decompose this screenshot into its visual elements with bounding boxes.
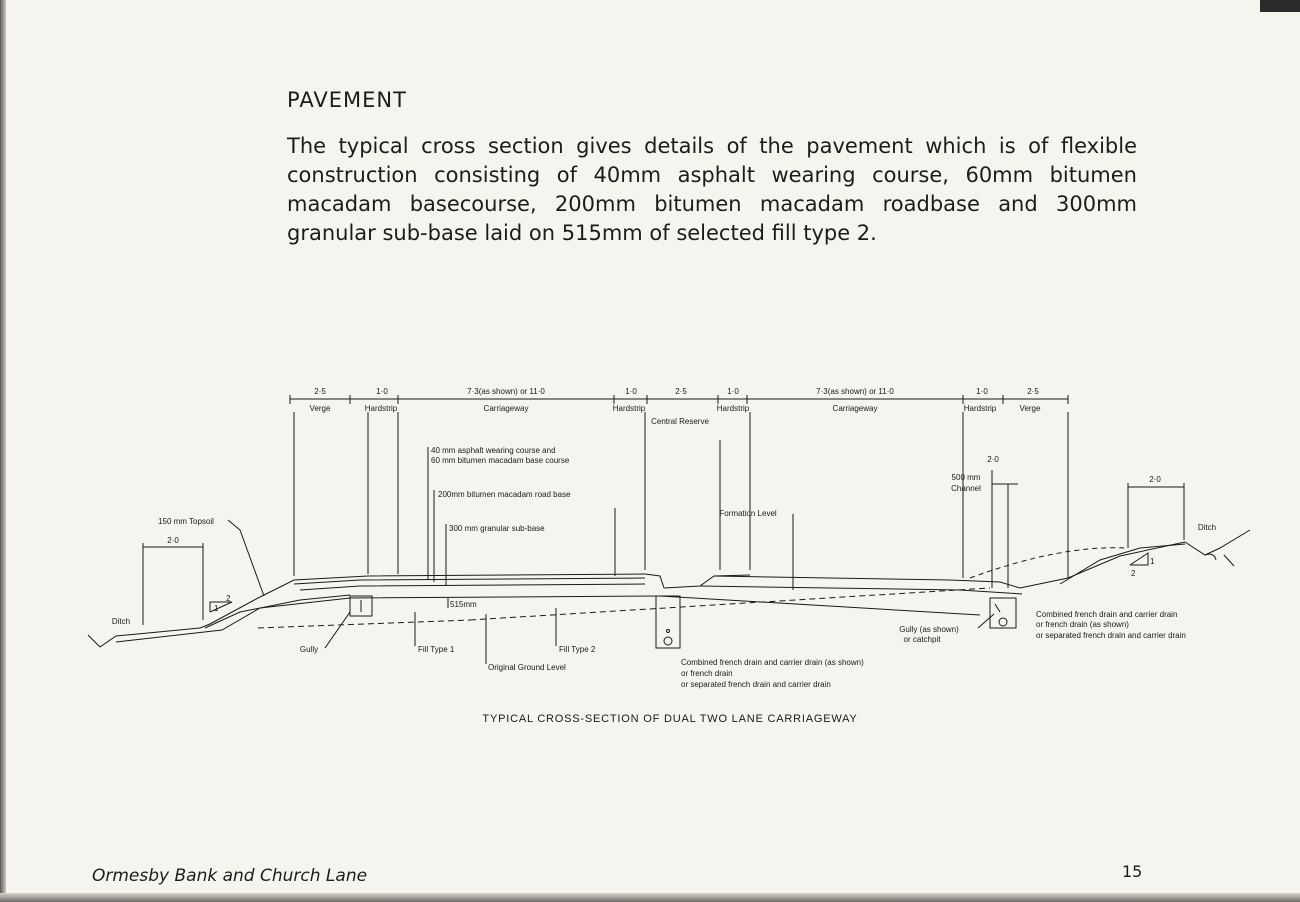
label-ditch-left: Ditch <box>112 617 130 626</box>
dim-hardstrip-cl: 1·0 <box>625 387 637 396</box>
label-carriageway-right: Carriageway <box>833 404 878 413</box>
label-asphalt-2: 60 mm bitumen macadam base course <box>431 456 570 465</box>
label-slope-right-1: 1 <box>1150 557 1155 566</box>
label-fill-type-1: Fill Type 1 <box>418 645 455 654</box>
dim-verge-right: 2·5 <box>1027 387 1039 396</box>
body-paragraph: The typical cross section gives details … <box>287 134 1137 245</box>
dim-ditch-left: 2·0 <box>167 536 179 545</box>
label-fill-515: 515mm <box>450 600 477 609</box>
label-roadbase: 200mm bitumen macadam road base <box>438 490 571 499</box>
label-verge-left: Verge <box>310 404 331 413</box>
label-hardstrip-cl: Hardstrip <box>613 404 646 413</box>
page-heading: PAVEMENT <box>287 88 407 113</box>
footer-title: Ormesby Bank and Church Lane <box>92 866 368 886</box>
dim-verge-left: 2·5 <box>314 387 326 396</box>
label-carriageway-left: Carriageway <box>484 404 529 413</box>
page-corner-shadow <box>1260 0 1300 12</box>
label-channel-1: 500 mm <box>952 473 981 482</box>
dim-hardstrip-left: 1·0 <box>376 387 388 396</box>
diagram-caption: TYPICAL CROSS-SECTION OF DUAL TWO LANE C… <box>482 713 857 725</box>
label-slope-right-2: 2 <box>1131 569 1136 578</box>
label-formation-level: Formation Level <box>719 509 777 518</box>
dim-carriageway-left: 7·3(as shown) or 11·0 <box>467 387 545 396</box>
label-asphalt-1: 40 mm asphalt wearing course and <box>431 446 556 455</box>
label-slope-left-1: 1 <box>214 604 219 613</box>
label-gully: Gully <box>300 645 318 654</box>
label-fill-type-2: Fill Type 2 <box>559 645 596 654</box>
label-topsoil: 150 mm Topsoil <box>158 517 214 526</box>
label-hardstrip-right: Hardstrip <box>964 404 997 413</box>
dim-reserve: 2·5 <box>675 387 687 396</box>
label-original-ground: Original Ground Level <box>488 663 566 672</box>
label-hardstrip-left: Hardstrip <box>365 404 398 413</box>
page-number: 15 <box>1122 862 1143 881</box>
dim-hardstrip-cr: 1·0 <box>727 387 739 396</box>
label-subbase: 300 mm granular sub-base <box>449 524 545 533</box>
dim-channel-offset: 2·0 <box>987 455 999 464</box>
label-gully-catchpit-1: Gully (as shown) <box>899 625 959 634</box>
label-drain-centre-2: or french drain <box>681 669 733 678</box>
label-drain-right-2: or french drain (as shown) <box>1036 620 1129 629</box>
label-drain-right-3: or separated french drain and carrier dr… <box>1036 631 1186 640</box>
diagram-lines <box>87 395 1251 664</box>
label-drain-right-1: Combined french drain and carrier drain <box>1036 610 1177 619</box>
label-hardstrip-cr: Hardstrip <box>717 404 750 413</box>
dim-hardstrip-right: 1·0 <box>976 387 988 396</box>
label-central-reserve: Central Reserve <box>651 417 709 426</box>
label-slope-left-2: 2 <box>226 594 231 603</box>
label-channel-2: Channel <box>951 484 981 493</box>
label-drain-centre-1: Combined french drain and carrier drain … <box>681 658 864 667</box>
page-edge-shadow <box>0 0 6 902</box>
dim-ditch-right: 2·0 <box>1149 475 1161 484</box>
label-drain-centre-3: or separated french drain and carrier dr… <box>681 680 831 689</box>
label-gully-catchpit-2: or catchpit <box>904 635 942 644</box>
label-verge-right: Verge <box>1020 404 1041 413</box>
page-bottom-edge <box>0 893 1300 902</box>
dim-carriageway-right: 7·3(as shown) or 11·0 <box>816 387 894 396</box>
label-ditch-right: Ditch <box>1198 523 1216 532</box>
